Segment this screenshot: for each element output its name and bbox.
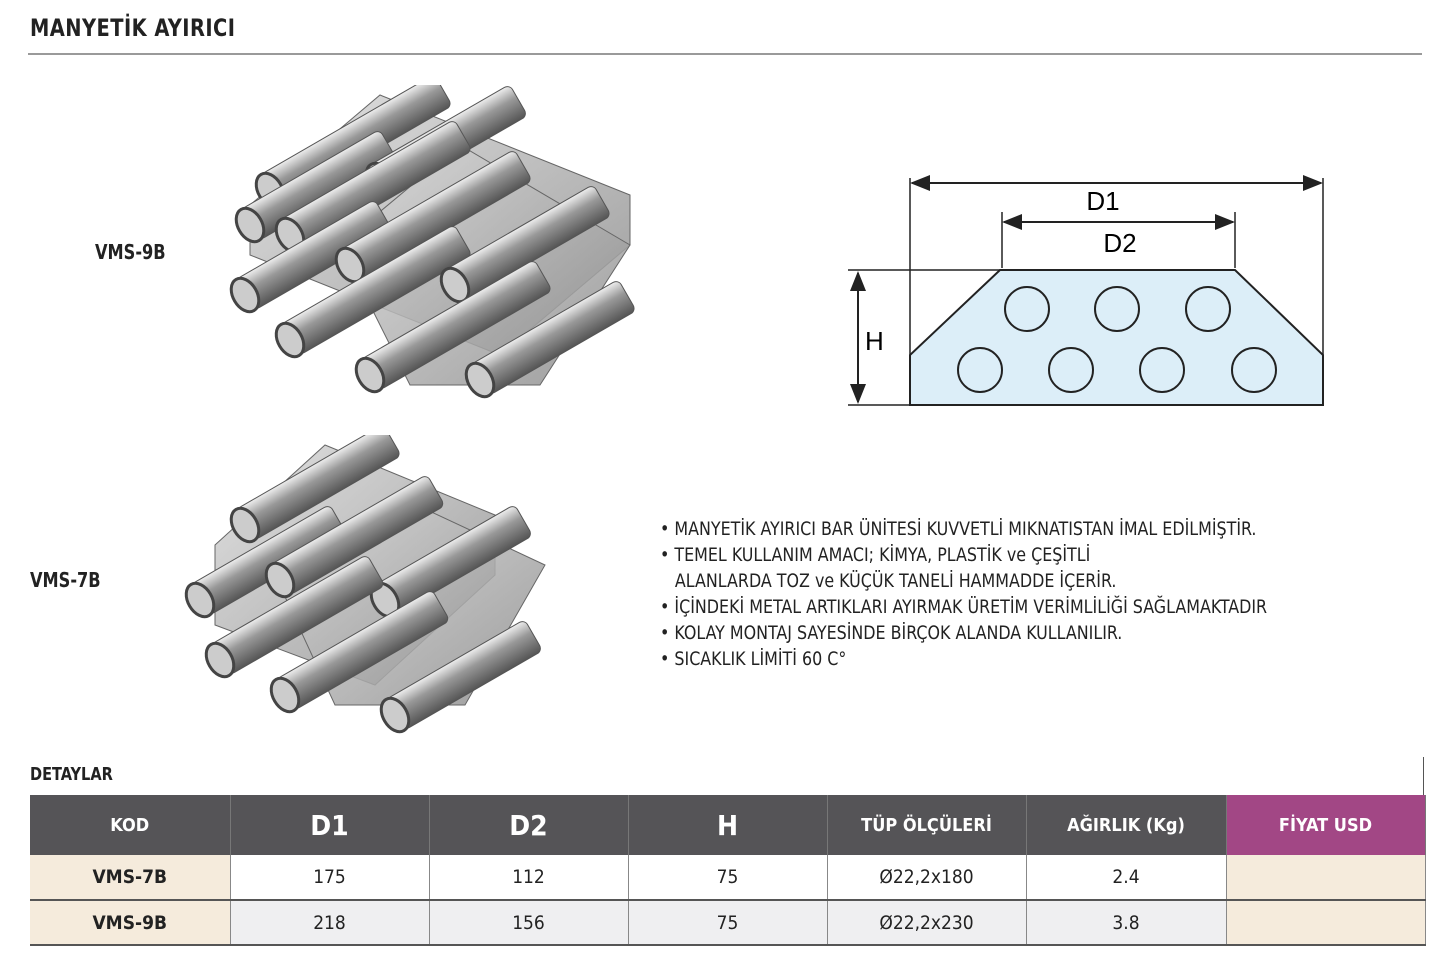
magnet-rod	[274, 121, 471, 254]
magnet-rod	[464, 281, 635, 399]
cell-weight: 2.4	[1026, 855, 1227, 901]
table-row: VMS-9B 218 156 75 Ø22,2x230 3.8	[30, 900, 1426, 946]
cell-d1: 218	[230, 900, 430, 946]
cell-d1: 175	[230, 855, 430, 901]
table-header-row: KOD D1 D2 H TÜP ÖLÇÜLERİ AĞIRLIK (Kg) Fİ…	[30, 795, 1426, 855]
magnet-rod	[204, 556, 384, 679]
cell-d2: 112	[429, 855, 629, 901]
header-price: FİYAT USD	[1226, 795, 1426, 855]
product-label-vms-7b: VMS-7B	[30, 568, 101, 592]
header-weight: AĞIRLIK (Kg)	[1026, 795, 1227, 855]
details-table: KOD D1 D2 H TÜP ÖLÇÜLERİ AĞIRLIK (Kg) Fİ…	[30, 795, 1426, 946]
magnet-rod	[274, 226, 471, 359]
separator-outline	[909, 269, 1324, 406]
cell-tube-size: Ø22,2x230	[827, 900, 1027, 946]
magnet-rod	[439, 186, 610, 304]
cell-price	[1226, 900, 1426, 946]
cell-kod: VMS-9B	[30, 900, 231, 946]
feature-item: • KOLAY MONTAJ SAYESİNDE BİRÇOK ALANDA K…	[660, 622, 1123, 644]
table-row: VMS-7B 175 112 75 Ø22,2x180 2.4	[30, 855, 1426, 901]
feature-item: • İÇİNDEKİ METAL ARTIKLARI AYIRMAK ÜRETİ…	[660, 596, 1268, 618]
cell-d2: 156	[429, 900, 629, 946]
feature-item: • SICAKLIK LİMİTİ 60 C°	[660, 648, 847, 670]
feature-item: • MANYETİK AYIRICI BAR ÜNİTESİ KUVVETLİ …	[660, 518, 1257, 540]
cell-kod: VMS-7B	[30, 855, 231, 901]
feature-item: • TEMEL KULLANIM AMACI; KİMYA, PLASTİK v…	[660, 544, 1091, 566]
header-tube-size: TÜP ÖLÇÜLERİ	[827, 795, 1027, 855]
feature-item-continued: ALANLARDA TOZ ve KÜÇÜK TANELİ HAMMADDE İ…	[674, 570, 1117, 592]
cell-h: 75	[628, 855, 828, 901]
product-label-vms-9b: VMS-9B	[95, 240, 166, 264]
header-kod: KOD	[30, 795, 231, 855]
vms-9b-product-image	[229, 85, 635, 399]
page-title: MANYETİK AYIRICI	[30, 14, 236, 42]
magnet-rod	[369, 506, 531, 619]
d2-label: D2	[1103, 228, 1136, 258]
divider	[1423, 757, 1424, 795]
header-d1: D1	[230, 795, 430, 855]
dimension-diagram: D1 D2 H	[848, 175, 1324, 406]
cell-weight: 3.8	[1026, 900, 1227, 946]
cell-tube-size: Ø22,2x180	[827, 855, 1027, 901]
magnet-rod	[184, 506, 346, 619]
h-label: H	[865, 326, 884, 356]
d1-label: D1	[1086, 186, 1119, 216]
magnet-rod	[269, 591, 449, 714]
magnet-rod	[229, 201, 391, 314]
magnet-rod	[264, 476, 444, 599]
details-heading: DETAYLAR	[30, 764, 113, 785]
feature-list: • MANYETİK AYIRICI BAR ÜNİTESİ KUVVETLİ …	[660, 516, 1267, 672]
magnet-rod	[334, 151, 531, 284]
vms-7b-product-image	[184, 435, 546, 734]
magnet-rod	[379, 621, 541, 734]
magnet-rod	[229, 435, 400, 544]
magnet-rod	[354, 261, 551, 394]
header-h: H	[628, 795, 828, 855]
cell-price	[1226, 855, 1426, 901]
cell-h: 75	[628, 900, 828, 946]
header-d2: D2	[429, 795, 629, 855]
title-divider	[28, 53, 1422, 55]
